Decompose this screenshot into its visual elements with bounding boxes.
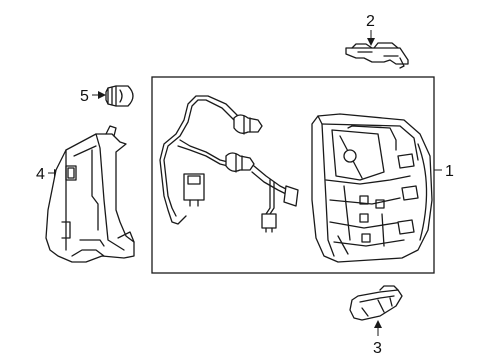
bulb-part-5 bbox=[105, 85, 134, 107]
callout-1-label: 1 bbox=[445, 163, 454, 180]
callout-5[interactable]: 5 bbox=[80, 88, 106, 105]
callout-4-label: 4 bbox=[36, 166, 45, 183]
callout-5-label: 5 bbox=[80, 88, 89, 105]
retainer-clip-part-3 bbox=[349, 285, 403, 321]
bracket-part-4 bbox=[45, 125, 135, 263]
lamp-assembly-part-1 bbox=[311, 113, 433, 263]
callout-1[interactable]: 1 bbox=[434, 163, 454, 180]
callout-2[interactable]: 2 bbox=[366, 13, 375, 46]
callout-2-label: 2 bbox=[366, 13, 375, 30]
retainer-clip-part-2 bbox=[345, 42, 409, 69]
wiring-harness bbox=[159, 95, 299, 233]
assembly-box bbox=[151, 76, 435, 274]
callout-3[interactable]: 3 bbox=[373, 320, 382, 357]
callout-3-label: 3 bbox=[373, 340, 382, 357]
